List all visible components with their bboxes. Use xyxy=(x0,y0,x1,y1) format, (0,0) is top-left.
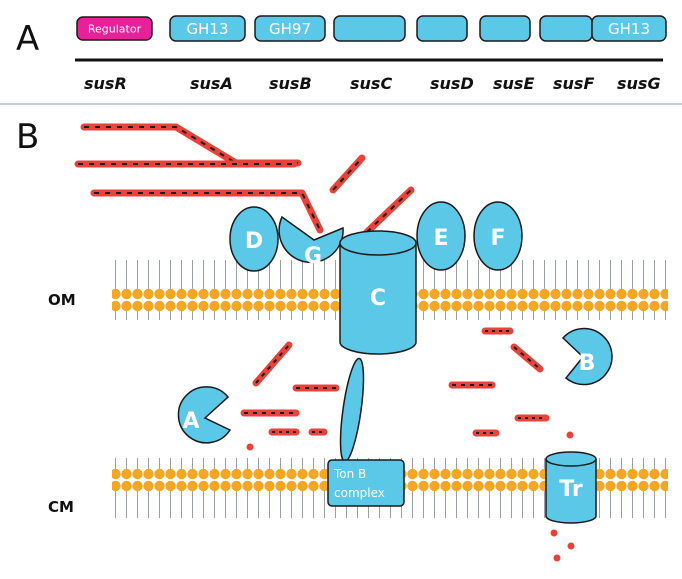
gene-susA: susA xyxy=(190,74,233,93)
gene-susG: susG xyxy=(617,74,661,93)
transporter-protein xyxy=(545,451,597,524)
imported-monosaccharides xyxy=(550,529,575,562)
susB-domain-box xyxy=(254,15,326,42)
susD-protein xyxy=(229,206,279,272)
susE-protein xyxy=(416,201,466,271)
susC-box xyxy=(333,15,406,42)
susG-label: G xyxy=(304,244,322,269)
tonb-label-line1: Ton B xyxy=(333,467,366,481)
gene-susD: susD xyxy=(430,74,474,93)
cytoplasmic-membrane-label: CM xyxy=(48,498,74,516)
tonb-complex xyxy=(327,459,405,507)
susA-label: A xyxy=(182,409,199,434)
susG-domain-label: GH13 xyxy=(608,20,650,38)
regulator-label: Regulator xyxy=(88,23,142,36)
panel-b-letter: B xyxy=(16,117,39,157)
oligosaccharide-fragments xyxy=(240,327,574,451)
susD-box xyxy=(416,15,468,42)
panel-a-letter: A xyxy=(16,19,39,59)
susB-domain-label: GH97 xyxy=(269,20,311,38)
tonb-linker xyxy=(339,357,365,463)
susG-protein xyxy=(278,215,344,264)
susB-protein xyxy=(561,327,613,386)
gene-susC: susC xyxy=(350,74,392,93)
gene-susR: susR xyxy=(84,74,127,93)
susF-protein xyxy=(473,201,523,271)
susA-protein xyxy=(177,386,232,444)
regulator-box xyxy=(76,16,153,41)
susE-label: E xyxy=(433,226,448,251)
susF-box xyxy=(539,15,593,42)
gene-susF: susF xyxy=(553,74,594,93)
gene-susB: susB xyxy=(269,74,312,93)
starch-polymers xyxy=(74,123,415,236)
susA-domain-label: GH13 xyxy=(187,20,229,38)
tonb-label-line2: complex xyxy=(334,486,385,500)
susB-label: B xyxy=(579,351,596,376)
operon-domain-boxes: Regulator GH13 GH97 GH13 xyxy=(76,15,667,42)
transporter-label: Tr xyxy=(559,477,583,502)
susE-box xyxy=(479,15,531,42)
susD-label: D xyxy=(245,229,263,254)
susA-domain-box xyxy=(169,15,246,42)
susC-protein xyxy=(339,230,417,355)
susC-label: C xyxy=(370,286,386,311)
gene-names: susR susA susB susC susD susE susF susG xyxy=(84,74,661,93)
gene-susE: susE xyxy=(493,74,534,93)
outer-membrane-label: OM xyxy=(48,291,76,309)
susF-label: F xyxy=(490,226,505,251)
susG-domain-box xyxy=(591,15,667,42)
